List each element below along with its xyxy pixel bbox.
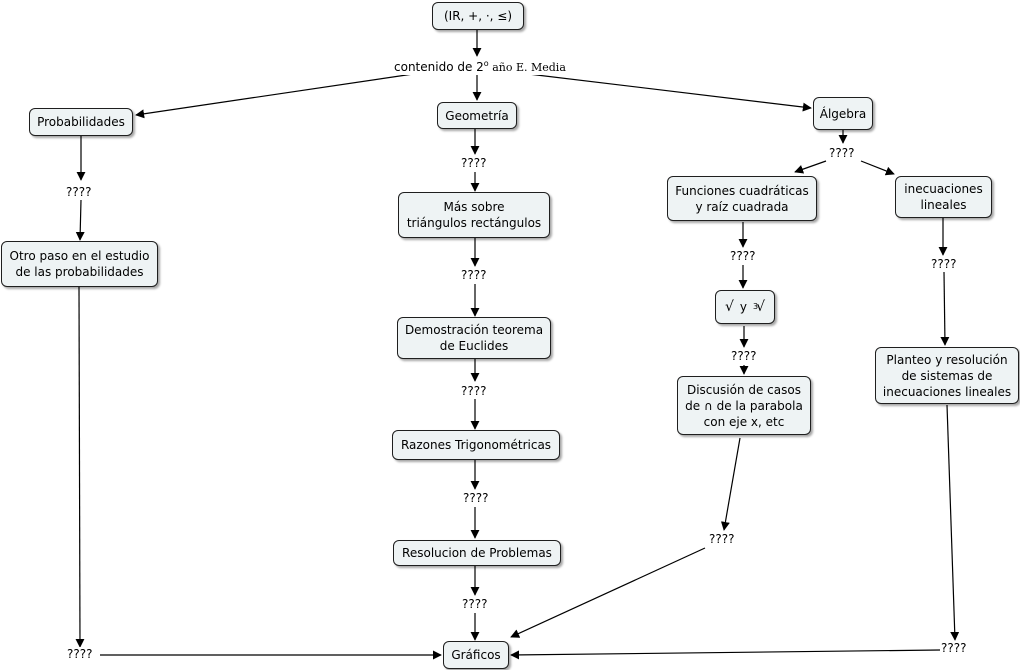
unknown-label: ???? xyxy=(931,257,957,271)
razones-node[interactable]: Razones Trigonométricas xyxy=(392,430,560,460)
geometria-node[interactable]: Geometría xyxy=(437,102,517,129)
planteo-node[interactable]: Planteo y resolución de sistemas de inec… xyxy=(875,347,1019,404)
unknown-label: ???? xyxy=(67,647,93,661)
discusion-node[interactable]: Discusión de casos de ∩ de la parabola c… xyxy=(677,376,811,435)
resolucion-node[interactable]: Resolucion de Problemas xyxy=(393,540,561,566)
probabilidades-node[interactable]: Probabilidades xyxy=(29,108,133,136)
funciones-node[interactable]: Funciones cuadráticas y raíz cuadrada xyxy=(667,176,817,221)
cube-root-icon: 3 √ xyxy=(753,299,766,315)
mas-sobre-node[interactable]: Más sobre triángulos rectángulos xyxy=(398,192,550,238)
unknown-label: ???? xyxy=(461,268,487,282)
unknown-label: ???? xyxy=(461,156,487,170)
demostracion-node[interactable]: Demostración teorema de Euclides xyxy=(397,317,551,359)
unknown-label: ???? xyxy=(829,146,855,160)
unknown-label: ???? xyxy=(462,597,488,611)
unknown-label: ???? xyxy=(461,384,487,398)
contenido-label: contenido de 2o año E. Media xyxy=(394,57,566,75)
unknown-label: ???? xyxy=(709,532,735,546)
inecuaciones-node[interactable]: inecuaciones lineales xyxy=(895,176,992,218)
root-node[interactable]: (IR, +, ·, ≤) xyxy=(432,2,524,30)
unknown-label: ???? xyxy=(730,249,756,263)
raices-node[interactable]: √ y 3 √ xyxy=(715,290,775,324)
unknown-label: ???? xyxy=(941,641,967,655)
otro-paso-node[interactable]: Otro paso en el estudio de las probabili… xyxy=(1,241,158,287)
unknown-label: ???? xyxy=(731,349,757,363)
unknown-label: ???? xyxy=(463,491,489,505)
square-root-icon: √ xyxy=(724,299,734,315)
graficos-node[interactable]: Gráficos xyxy=(443,641,509,669)
unknown-label: ???? xyxy=(66,185,92,199)
algebra-node[interactable]: Álgebra xyxy=(813,97,873,130)
